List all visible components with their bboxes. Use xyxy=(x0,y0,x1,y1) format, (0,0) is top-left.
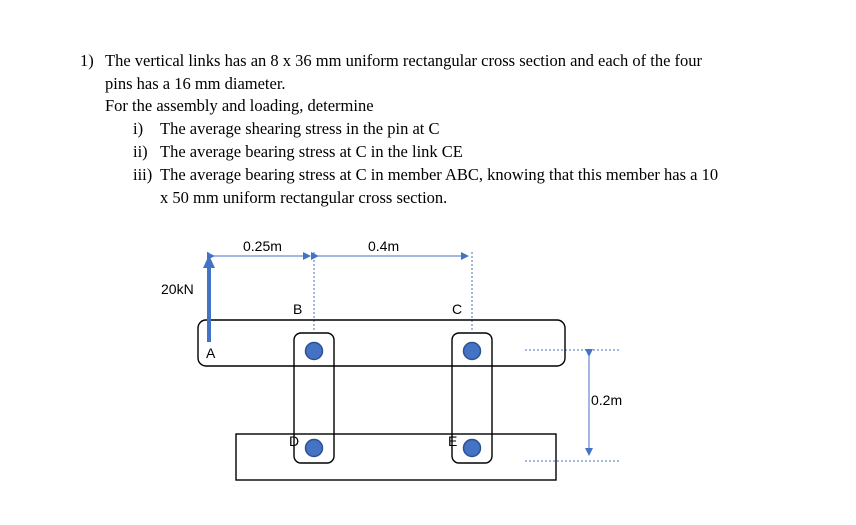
item-text-1: The average shearing stress in the pin a… xyxy=(160,119,440,138)
dim-bc-label: 0.4m xyxy=(368,238,399,254)
force-arrow-head xyxy=(203,255,215,268)
item-marker-2: ii) xyxy=(133,142,148,161)
item-marker-3: iii) xyxy=(133,165,153,184)
pin-b xyxy=(304,341,324,361)
problem-number: 1) xyxy=(80,51,94,70)
members xyxy=(197,319,566,481)
member-abc xyxy=(197,319,566,367)
pin-e xyxy=(462,438,482,458)
item-text-2: The average bearing stress at C in the l… xyxy=(160,142,463,161)
problem-statement: 1) The vertical links has an 8 x 36 mm u… xyxy=(0,0,856,220)
dimension-arrows xyxy=(207,252,593,456)
member-de xyxy=(235,433,557,481)
label-a: A xyxy=(206,345,216,361)
item-marker-1: i) xyxy=(133,119,144,138)
problem-line-2: pins has a 16 mm diameter. xyxy=(105,74,286,93)
problem-line-3: For the assembly and loading, determine xyxy=(105,96,374,115)
problem-line-1: The vertical links has an 8 x 36 mm unif… xyxy=(105,51,703,70)
dim-height-label: 0.2m xyxy=(591,392,622,408)
label-b: B xyxy=(293,301,302,317)
force-label: 20kN xyxy=(161,281,194,297)
guide-lines xyxy=(207,252,620,462)
pins xyxy=(304,341,482,458)
pin-c xyxy=(462,341,482,361)
item-text-3: The average bearing stress at C in membe… xyxy=(160,165,719,184)
label-e: E xyxy=(448,433,457,449)
link-bd xyxy=(293,332,335,464)
label-d: D xyxy=(289,433,299,449)
link-ce xyxy=(451,332,493,464)
dim-ab-label: 0.25m xyxy=(243,238,282,254)
pin-d xyxy=(304,438,324,458)
label-c: C xyxy=(452,301,462,317)
item-text-3-continued: x 50 mm uniform rectangular cross sectio… xyxy=(160,188,448,207)
